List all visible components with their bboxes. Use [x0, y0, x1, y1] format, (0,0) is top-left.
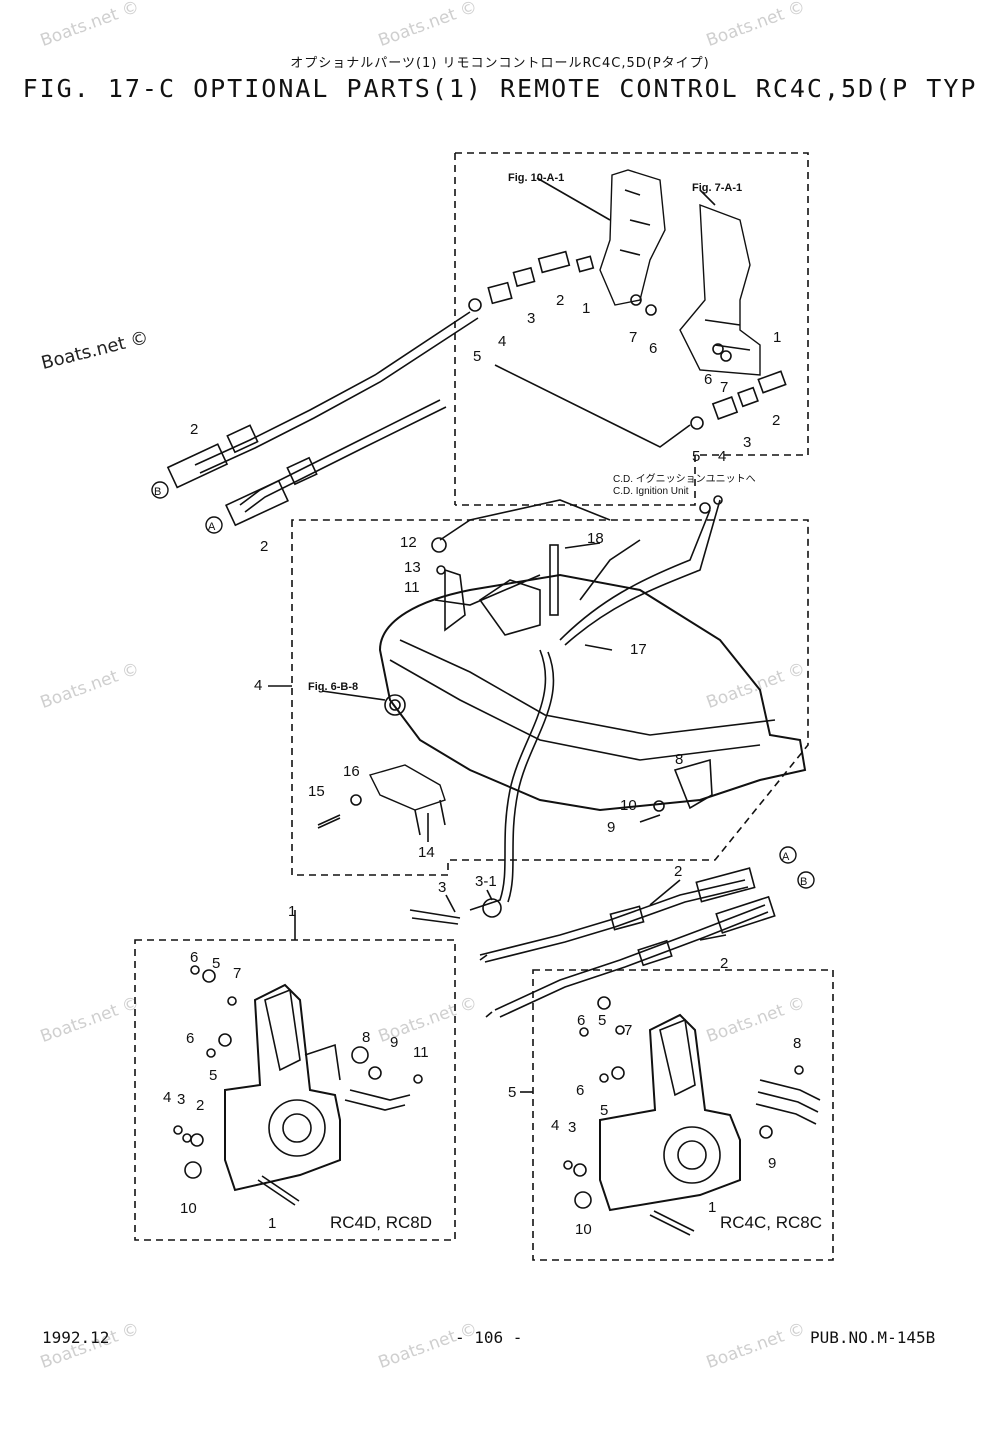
part-number: 8 [675, 751, 683, 768]
part-number: 13 [404, 559, 421, 576]
part-number: 1 [268, 1215, 276, 1232]
part-number: 7 [233, 965, 241, 982]
model-label-left: RC4D, RC8D [330, 1213, 432, 1232]
part-number: 8 [793, 1035, 801, 1052]
part-number: 4 [254, 677, 262, 694]
part-number: 5 [600, 1102, 608, 1119]
ignition-note-en: C.D. Ignition Unit [613, 486, 689, 497]
part-number: 5 [692, 448, 700, 465]
part-number: 6 [186, 1030, 194, 1047]
part-number: 9 [607, 819, 615, 836]
part-number: 6 [190, 949, 198, 966]
part-number: 1 [708, 1199, 716, 1216]
part-number: 11 [413, 1044, 429, 1061]
connector-a-label: A [782, 851, 790, 863]
part-number: 2 [674, 863, 682, 880]
part-number: 16 [343, 763, 360, 780]
part-number: 6 [649, 340, 657, 357]
part-number: 6 [576, 1082, 584, 1099]
part-number: 3 [568, 1119, 576, 1136]
fig-6b8-ref: Fig. 6-B-8 [308, 681, 358, 693]
part-number: 4 [498, 333, 506, 350]
part-number: 4 [718, 448, 726, 465]
part-number: 5 [508, 1084, 516, 1101]
footer-publication-number: PUB.NO.M-145B [810, 1328, 936, 1347]
part-number: 7 [624, 1022, 632, 1039]
part-number: 10 [575, 1221, 592, 1238]
part-number: 1 [288, 903, 296, 920]
page-title: FIG. 17-C OPTIONAL PARTS(1) REMOTE CONTR… [22, 74, 978, 103]
connector-b-label: B [154, 486, 161, 498]
japanese-title: オプショナルパーツ(1) リモコンコントロールRC4C,5D(Pタイプ) [290, 56, 710, 71]
ignition-note-jp: C.D. イグニッションユニットへ [613, 472, 756, 485]
part-number: 2 [720, 955, 728, 972]
part-number: 1 [582, 300, 590, 317]
part-number: 5 [598, 1012, 606, 1029]
part-number: 3-1 [475, 873, 497, 890]
part-number: 3 [743, 434, 751, 451]
part-number: 10 [180, 1200, 197, 1217]
footer-date: 1992.12 [42, 1328, 110, 1347]
part-number: 8 [362, 1029, 370, 1046]
part-number: 3 [438, 879, 446, 896]
part-number: 5 [473, 348, 481, 365]
part-number: 9 [768, 1155, 776, 1172]
part-number: 12 [400, 534, 417, 551]
part-number: 17 [630, 641, 647, 658]
part-number: 4 [551, 1117, 559, 1134]
part-number: 3 [527, 310, 535, 327]
model-label-right: RC4C, RC8C [720, 1213, 822, 1232]
part-number: 2 [260, 538, 268, 555]
part-number: 7 [720, 379, 728, 396]
part-number: 6 [704, 371, 712, 388]
part-number: 2 [772, 412, 780, 429]
part-number: 7 [629, 329, 637, 346]
part-number: 2 [556, 292, 564, 309]
part-number: 6 [577, 1012, 585, 1029]
part-number: 2 [196, 1097, 204, 1114]
part-number: 11 [404, 579, 420, 596]
part-number: 9 [390, 1034, 398, 1051]
part-number: 3 [177, 1091, 185, 1108]
part-number: 10 [620, 797, 637, 814]
part-number: 2 [190, 421, 198, 438]
part-number: 5 [209, 1067, 217, 1084]
part-number: 15 [308, 783, 325, 800]
part-number: 18 [587, 530, 604, 547]
fig-10a1-ref: Fig. 10-A-1 [508, 172, 564, 184]
footer-page-number: - 106 - [455, 1328, 523, 1347]
part-number: 14 [418, 844, 435, 861]
connector-b-label: B [800, 876, 807, 888]
part-number: 5 [212, 955, 220, 972]
connector-a-label: A [208, 521, 216, 533]
fig-7a1-ref: Fig. 7-A-1 [692, 182, 742, 194]
part-number: 4 [163, 1089, 171, 1106]
part-number: 1 [773, 329, 781, 346]
